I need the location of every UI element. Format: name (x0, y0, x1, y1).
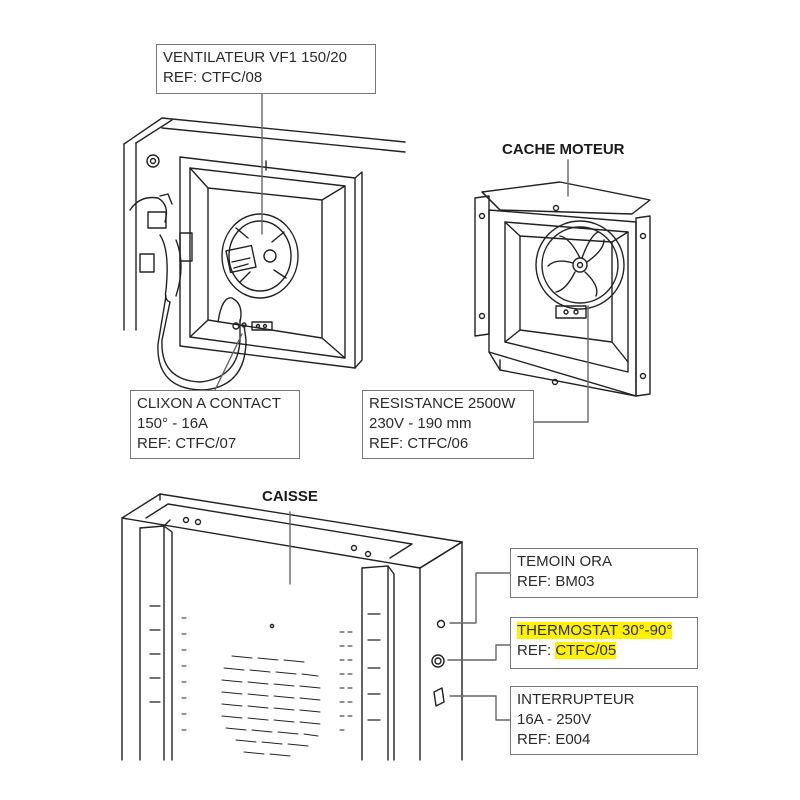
callout-line: 16A - 250V (517, 711, 592, 728)
leader-line-clixon (214, 333, 243, 391)
callout-line-highlighted: THERMOSTAT 30°-90° (517, 622, 673, 639)
callout-line: 230V - 190 mm (369, 415, 472, 432)
callout-line: VENTILATEUR VF1 150/20 (163, 49, 347, 66)
callout-interrupteur: INTERRUPTEUR 16A - 250V REF: E004 (510, 686, 698, 755)
leader-line-temoin (449, 572, 511, 624)
callout-ref-highlighted: CTFC/05 (555, 642, 617, 659)
callout-line: INTERRUPTEUR (517, 691, 635, 708)
callout-line: 150° - 16A (137, 415, 209, 432)
callout-line: REF: CTFC/08 (163, 69, 263, 86)
callout-temoin: TEMOIN ORA REF: BM03 (510, 548, 698, 598)
callout-line: TEMOIN ORA (517, 553, 613, 570)
fan-assembly-drawing (123, 117, 406, 391)
callout-line: CLIXON A CONTACT (137, 395, 281, 412)
motor-cover-drawing (474, 181, 651, 397)
leader-line-thermostat (447, 644, 511, 661)
callout-line: REF: CTFC/07 (137, 435, 237, 452)
callout-thermostat: THERMOSTAT 30°-90° REF: CTFC/05 (510, 617, 698, 669)
callout-resistance: RESISTANCE 2500W 230V - 190 mm REF: CTFC… (362, 390, 534, 459)
callout-line: REF: CTFC/06 (369, 435, 469, 452)
casing-drawing (121, 493, 463, 761)
cache-moteur-heading: CACHE MOTEUR (502, 141, 625, 158)
callout-ventilateur: VENTILATEUR VF1 150/20 REF: CTFC/08 (156, 44, 376, 94)
callout-line: RESISTANCE 2500W (369, 395, 516, 412)
caisse-heading: CAISSE (262, 488, 318, 505)
callout-clixon: CLIXON A CONTACT 150° - 16A REF: CTFC/07 (130, 390, 300, 459)
callout-line-prefix: REF: (517, 642, 556, 659)
leader-line-interrupteur (449, 695, 511, 721)
leader-line-resistance (533, 305, 589, 423)
callout-line: REF: E004 (517, 731, 591, 748)
callout-line: REF: BM03 (517, 573, 595, 590)
